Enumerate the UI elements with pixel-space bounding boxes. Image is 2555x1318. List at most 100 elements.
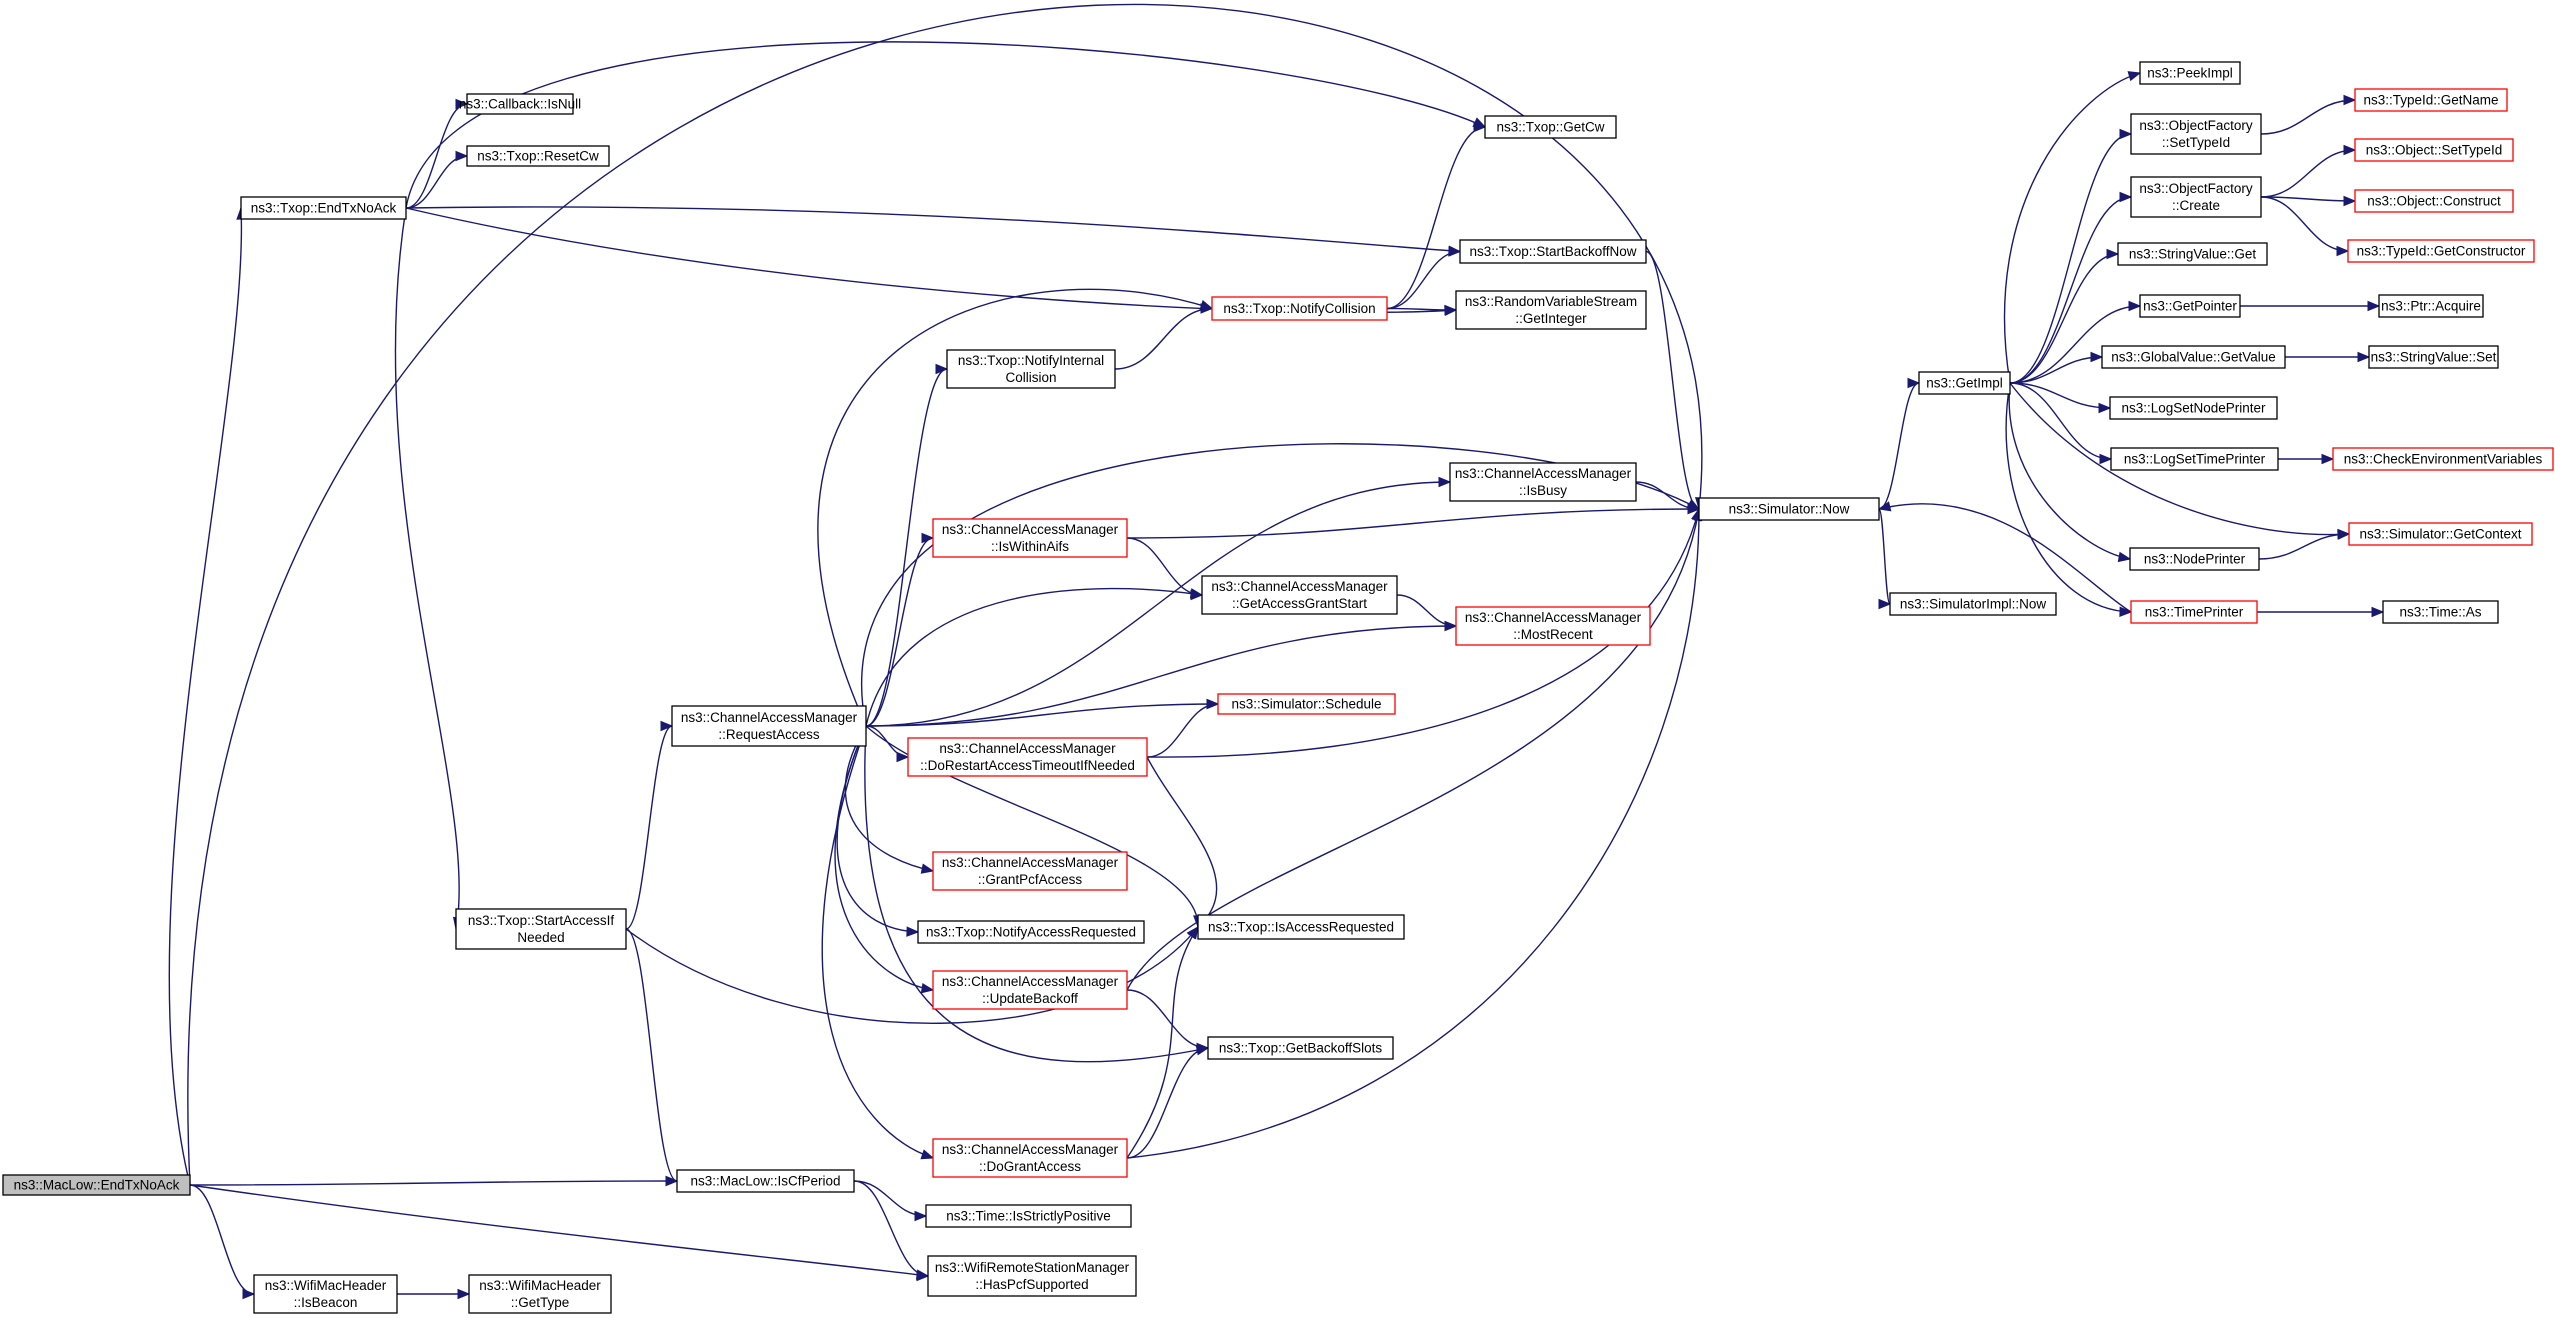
node-isaccessrequested[interactable]: ns3::Txop::IsAccessRequested — [1197, 914, 1405, 940]
edge-line — [1146, 703, 1219, 758]
node-camgrantpcf[interactable]: ns3::ChannelAccessManager::GrantPcfAcces… — [932, 851, 1128, 891]
node-globalvaluegetvalue[interactable]: ns3::GlobalValue::GetValue — [2101, 345, 2286, 369]
call-edge-globalvaluegetvalue-to-stringvalueset — [2285, 351, 2371, 363]
node-label: ns3::LogSetTimePrinter — [2124, 452, 2266, 467]
node-objectconstruct[interactable]: ns3::Object::Construct — [2354, 189, 2514, 213]
node-logsetnodeprinter[interactable]: ns3::LogSetNodePrinter — [2109, 396, 2278, 420]
edge-line — [2009, 382, 2111, 409]
node-getpointer[interactable]: ns3::GetPointer — [2139, 294, 2241, 318]
call-edge-startaccessifneeded-to-maclowiscfperiod — [625, 928, 679, 1187]
edge-line — [625, 928, 678, 1182]
edge-line — [1126, 989, 1209, 1049]
arrowhead-icon — [1444, 304, 1458, 316]
arrowhead-icon — [1438, 476, 1452, 488]
node-label: ::DoRestartAccessTimeoutIfNeeded — [920, 758, 1135, 773]
node-callbackisnull[interactable]: ns3::Callback::IsNull — [459, 93, 581, 115]
node-ptracquire[interactable]: ns3::Ptr::Acquire — [2378, 294, 2484, 318]
call-edge-getimpl-to-timeprinter — [2005, 382, 2133, 617]
node-camdorestart[interactable]: ns3::ChannelAccessManager::DoRestartAcce… — [907, 737, 1148, 777]
node-timeprinter[interactable]: ns3::TimePrinter — [2130, 600, 2258, 624]
node-box — [2139, 294, 2241, 318]
node-timeas[interactable]: ns3::Time::As — [2382, 600, 2499, 624]
node-camisbusy[interactable]: ns3::ChannelAccessManager::IsBusy — [1449, 462, 1637, 502]
node-label: Collision — [1005, 370, 1056, 385]
node-label: ns3::ChannelAccessManager — [1465, 610, 1642, 625]
node-stringvalueget[interactable]: ns3::StringValue::Get — [2117, 242, 2268, 266]
node-label: ns3::Ptr::Acquire — [2381, 299, 2481, 314]
node-camrequestaccess[interactable]: ns3::ChannelAccessManager::RequestAccess — [671, 705, 867, 747]
node-box — [925, 1204, 1132, 1228]
node-label: ns3::ObjectFactory — [2139, 118, 2253, 133]
node-ofsettypeid[interactable]: ns3::ObjectFactory::SetTypeId — [2130, 113, 2262, 155]
arrowhead-icon — [2343, 94, 2357, 106]
edge-line — [2260, 196, 2349, 252]
node-timeisstrictlypositive[interactable]: ns3::Time::IsStrictlyPositive — [925, 1204, 1132, 1228]
node-label: ns3::Simulator::Schedule — [1231, 697, 1381, 712]
call-edge-getimpl-to-logsettimeprinter — [2009, 382, 2113, 465]
node-box — [2117, 242, 2268, 266]
node-label: ::DoGrantAccess — [979, 1159, 1081, 1174]
arrowhead-icon — [1907, 377, 1921, 389]
node-getbackoffslots[interactable]: ns3::Txop::GetBackoffSlots — [1207, 1036, 1394, 1060]
node-stringvalueset[interactable]: ns3::StringValue::Set — [2368, 345, 2499, 369]
node-label: ::MostRecent — [1513, 627, 1593, 642]
node-wrsmhaspcf[interactable]: ns3::WifiRemoteStationManager::HasPcfSup… — [927, 1255, 1137, 1297]
node-nodeprinter[interactable]: ns3::NodePrinter — [2129, 547, 2260, 571]
node-wmhgettype[interactable]: ns3::WifiMacHeader::GetType — [468, 1274, 612, 1314]
node-startbackoffnow[interactable]: ns3::Txop::StartBackoffNow — [1459, 239, 1647, 264]
node-simgetcontext[interactable]: ns3::Simulator::GetContext — [2348, 522, 2533, 546]
node-label: ns3::StringValue::Set — [2371, 350, 2497, 365]
node-label: ::UpdateBackoff — [982, 991, 1078, 1006]
node-simimplnow[interactable]: ns3::SimulatorImpl::Now — [1889, 592, 2057, 616]
node-root[interactable]: ns3::MacLow::EndTxNoAck — [2, 1174, 191, 1196]
node-box — [1459, 239, 1647, 264]
node-typeidgetname[interactable]: ns3::TypeId::GetName — [2354, 88, 2508, 112]
call-edge-notifycollision-to-getcw — [1386, 121, 1487, 310]
node-logsettimeprinter[interactable]: ns3::LogSetTimePrinter — [2110, 447, 2279, 471]
call-edge-notifycollision-to-startbackoffnow — [1386, 246, 1462, 310]
call-edge-endtxnoack-to-callbackisnull — [405, 98, 469, 209]
edge-line — [1126, 1047, 1209, 1159]
node-objectsettypeid[interactable]: ns3::Object::SetTypeId — [2354, 138, 2514, 162]
arrowhead-icon — [920, 1149, 935, 1160]
node-getimpl[interactable]: ns3::GetImpl — [1918, 371, 2011, 395]
arrowhead-icon — [896, 751, 910, 763]
node-resetcw[interactable]: ns3::Txop::ResetCw — [466, 145, 610, 167]
arrowhead-icon — [920, 983, 935, 994]
call-edge-ofcreate-to-objectconstruct — [2260, 195, 2357, 207]
node-typeidgetconstructor[interactable]: ns3::TypeId::GetConstructor — [2347, 239, 2535, 263]
node-box — [932, 851, 1128, 891]
node-rvsgetinteger[interactable]: ns3::RandomVariableStream::GetInteger — [1455, 290, 1647, 330]
node-camgetaccessgrantstart[interactable]: ns3::ChannelAccessManager::GetAccessGran… — [1201, 575, 1398, 615]
node-notifycollision[interactable]: ns3::Txop::NotifyCollision — [1211, 296, 1388, 321]
node-simschedule[interactable]: ns3::Simulator::Schedule — [1217, 693, 1396, 715]
call-edge-maclowiscfperiod-to-wrsmhaspcf — [853, 1180, 930, 1282]
node-notifyaccessrequested[interactable]: ns3::Txop::NotifyAccessRequested — [917, 920, 1145, 944]
node-getcw[interactable]: ns3::Txop::GetCw — [1484, 115, 1617, 139]
call-edge-getimpl-to-nodeprinter — [2008, 382, 2132, 563]
node-camiswithinaifs[interactable]: ns3::ChannelAccessManager::IsWithinAifs — [932, 518, 1128, 558]
arrowhead-icon — [2371, 606, 2385, 618]
node-box — [671, 705, 867, 747]
node-box — [676, 1169, 855, 1193]
node-checkenv[interactable]: ns3::CheckEnvironmentVariables — [2332, 447, 2554, 471]
node-label: ::SetTypeId — [2162, 135, 2230, 150]
node-camdogrant[interactable]: ns3::ChannelAccessManager::DoGrantAccess — [932, 1138, 1128, 1178]
node-simnow[interactable]: ns3::Simulator::Now — [1698, 497, 1880, 521]
node-peekimpl[interactable]: ns3::PeekImpl — [2139, 61, 2241, 85]
node-label: ::GrantPcfAccess — [978, 872, 1083, 887]
node-maclowiscfperiod[interactable]: ns3::MacLow::IsCfPeriod — [676, 1169, 855, 1193]
edge-line — [1878, 508, 1891, 605]
node-ofcreate[interactable]: ns3::ObjectFactory::Create — [2130, 176, 2262, 218]
node-wmhisbeacon[interactable]: ns3::WifiMacHeader::IsBeacon — [253, 1274, 398, 1314]
call-edge-camrequestaccess-to-camupdatebackoff — [834, 725, 935, 994]
node-endtxnoack[interactable]: ns3::Txop::EndTxNoAck — [240, 196, 407, 220]
call-edge-getpointer-to-ptracquire — [2240, 300, 2381, 312]
node-camupdatebackoff[interactable]: ns3::ChannelAccessManager::UpdateBackoff — [932, 970, 1128, 1010]
node-box — [932, 970, 1128, 1010]
node-label: ns3::Txop::NotifyCollision — [1223, 301, 1375, 316]
node-label: ns3::GetImpl — [1926, 376, 2003, 391]
node-cammostrecent[interactable]: ns3::ChannelAccessManager::MostRecent — [1455, 606, 1651, 646]
